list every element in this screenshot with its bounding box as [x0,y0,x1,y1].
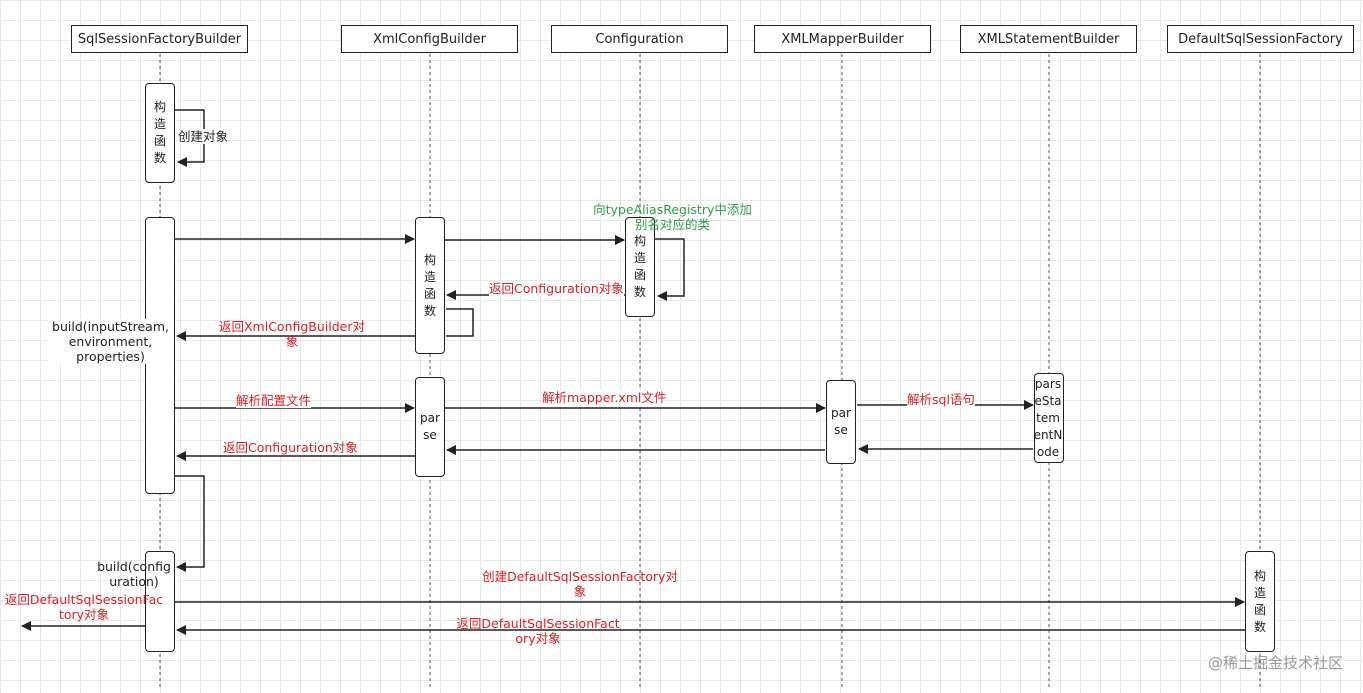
activation-ssfb-constructor[interactable]: 构造函数 [145,83,175,183]
activation-xmb-parse[interactable]: parse [826,380,856,464]
label-return-configuration-1: 返回Configuration对象 [489,281,624,296]
label-return-dssf-out: 返回DefaultSqlSessionFactory对象 [4,592,164,622]
activation-label: 构造函数 [154,100,167,165]
activation-xcb-constructor[interactable]: 构造函数 [415,217,445,354]
activation-xsb-parsestatementnode[interactable]: parseStatementNode [1034,373,1064,463]
label-parse-mapper: 解析mapper.xml文件 [542,390,667,405]
activation-label: parse [831,406,851,437]
label-return-configuration-2: 返回Configuration对象 [223,440,358,455]
label-parse-config: 解析配置文件 [236,393,312,408]
participant-xmlstatementbuilder[interactable]: XMLStatementBuilder [960,25,1137,53]
activation-label: parse [420,411,440,442]
label-parse-sql: 解析sql语句 [907,392,975,407]
activation-configuration-constructor[interactable]: 构造函数 [625,217,655,317]
watermark: @稀土掘金技术社区 [1207,654,1343,672]
label-build-inputstream: build(inputStream, environment, properti… [48,319,173,364]
participant-sqlsessionfactorybuilder[interactable]: SqlSessionFactoryBuilder [71,25,248,53]
label-return-xmlconfigbuilder: 返回XmlConfigBuilder对象 [218,319,366,349]
activation-xcb-parse[interactable]: parse [415,377,445,477]
label-build-configuration: build(configuration) [97,559,171,589]
activation-label: parseStatementNode [1033,376,1063,459]
label-return-dssf: 返回DefaultSqlSessionFactory对象 [456,616,620,646]
self-call-xcb [446,308,474,337]
label-create-dssf: 创建DefaultSqlSessionFactory对象 [482,569,678,599]
participant-xmlmapperbuilder[interactable]: XMLMapperBuilder [754,25,931,53]
participant-configuration[interactable]: Configuration [551,25,728,53]
activation-label: 构造函数 [634,234,647,299]
self-call-build [175,475,205,572]
participant-xmlconfigbuilder[interactable]: XmlConfigBuilder [341,25,518,53]
activation-dssf-constructor[interactable]: 构造函数 [1245,551,1275,652]
activation-label: 构造函数 [424,252,437,318]
activation-ssfb-build-configuration[interactable] [145,551,175,652]
participant-defaultsqlsessionfactory[interactable]: DefaultSqlSessionFactory [1167,25,1354,53]
self-call-alias [655,238,685,301]
label-add-alias: 向typeAliasRegistry中添加别名对应的类 [593,202,752,232]
activation-label: 构造函数 [1254,568,1267,634]
label-create-object: 创建对象 [178,129,229,144]
